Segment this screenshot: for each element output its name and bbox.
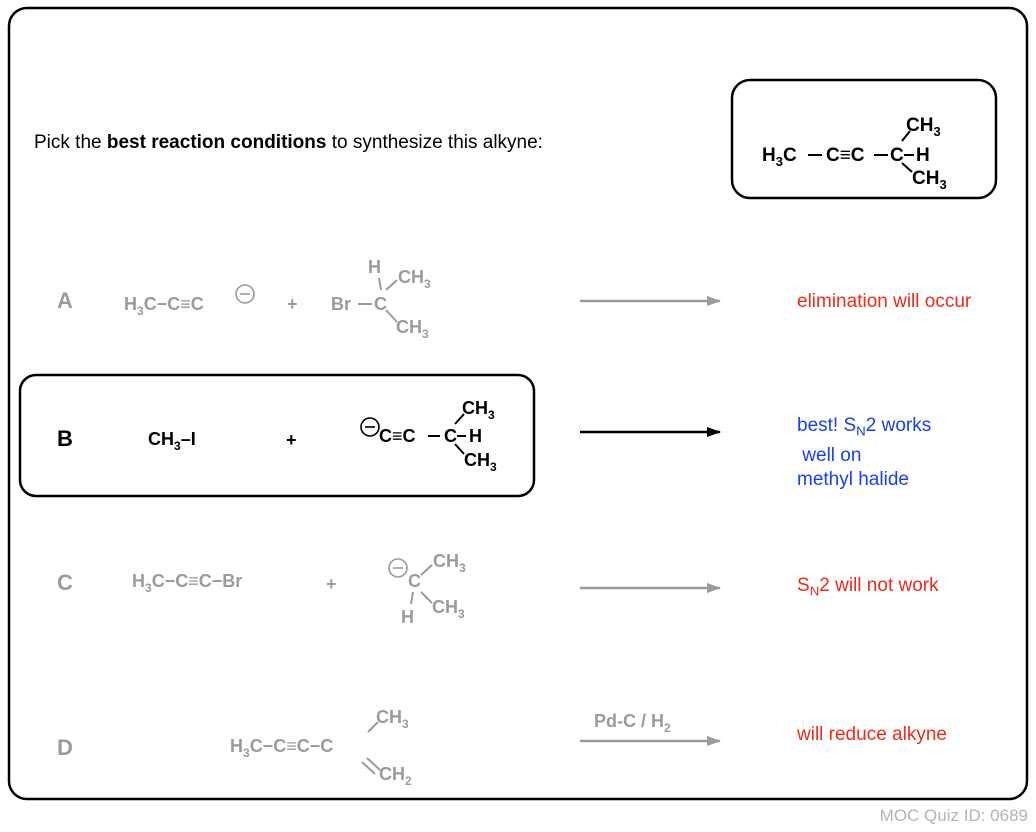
option-d[interactable]: D H3C−C≡C−C CH3 CH2 Pd-C / H2 bbox=[57, 707, 721, 788]
option-c-charge-icon bbox=[388, 558, 408, 578]
option-c-bond-up bbox=[420, 564, 433, 576]
option-d-letter: D bbox=[57, 735, 73, 760]
option-d-top-ch3: CH3 bbox=[376, 707, 409, 731]
target-bond-up bbox=[901, 130, 911, 142]
option-c-note: SN2 will not work bbox=[797, 575, 939, 599]
option-b[interactable]: B CH3–I + C≡C C CH3 H CH3 bbox=[57, 398, 721, 474]
option-b-reactant1: CH3–I bbox=[148, 429, 196, 453]
option-b-top-ch3: CH3 bbox=[462, 398, 495, 422]
option-b-note-line1: best! SN2 works bbox=[797, 415, 932, 439]
option-c-lower-ch3: CH3 bbox=[432, 597, 465, 621]
target-h3c: H3C bbox=[762, 145, 797, 169]
option-b-bottom-ch3: CH3 bbox=[464, 450, 497, 474]
option-b-h: H bbox=[469, 426, 482, 446]
option-a-note: elimination will occur bbox=[797, 291, 972, 312]
option-c-h: H bbox=[401, 607, 414, 627]
target-h: H bbox=[916, 145, 930, 166]
option-a-upper-ch3: CH3 bbox=[398, 267, 431, 291]
option-d-note: will reduce alkyne bbox=[797, 724, 947, 745]
option-a-charge-icon bbox=[235, 284, 255, 304]
option-b-letter: B bbox=[57, 426, 73, 451]
option-a-letter: A bbox=[57, 288, 73, 313]
option-c-plus: + bbox=[326, 574, 337, 594]
option-c-reactant1: H3C−C≡C−Br bbox=[132, 571, 242, 595]
option-a-bond-h bbox=[378, 277, 382, 291]
option-d-reactant: H3C−C≡C−C bbox=[230, 736, 333, 760]
option-b-note: best! SN2 works well on methyl halide bbox=[797, 414, 931, 492]
option-c-center-c: C bbox=[408, 571, 421, 591]
option-d-bond-up bbox=[367, 721, 379, 733]
option-c-bond-down bbox=[420, 591, 433, 604]
option-b-selected-box[interactable] bbox=[18, 373, 536, 498]
outer-border bbox=[7, 6, 1029, 801]
option-c-letter: C bbox=[57, 570, 73, 595]
option-c[interactable]: C H3C−C≡C−Br + C CH3 CH3 H bbox=[57, 551, 721, 627]
option-d-double-bond-b bbox=[361, 761, 376, 775]
option-b-plus: + bbox=[286, 430, 297, 450]
option-a-br: Br bbox=[331, 294, 351, 314]
option-b-bond-down bbox=[454, 443, 465, 455]
question-prefix: Pick the bbox=[34, 132, 107, 153]
target-triple: C≡C bbox=[826, 145, 865, 166]
option-b-bond-up bbox=[454, 413, 465, 425]
question-suffix: to synthesize this alkyne: bbox=[326, 132, 543, 153]
option-b-note-line3: methyl halide bbox=[797, 468, 909, 490]
option-d-reagent: Pd-C / H2 bbox=[594, 711, 671, 735]
target-branch-c: C bbox=[890, 145, 904, 166]
quiz-id-footer: MOC Quiz ID: 0689 bbox=[879, 806, 1028, 825]
option-c-upper-ch3: CH3 bbox=[433, 551, 466, 575]
option-a-lower-ch3: CH3 bbox=[396, 317, 429, 341]
option-b-center-c: C bbox=[444, 426, 457, 446]
option-b-note-line2: well on bbox=[797, 444, 862, 466]
option-a-bond-down bbox=[385, 309, 398, 323]
option-a-h: H bbox=[368, 257, 381, 277]
option-a-plus: + bbox=[287, 294, 298, 314]
target-top-ch3: CH3 bbox=[906, 115, 941, 139]
question-text: Pick the best reaction conditions to syn… bbox=[34, 132, 543, 154]
option-a-reactant1: H3C−C≡C bbox=[124, 294, 204, 318]
option-c-bond-h bbox=[410, 591, 414, 605]
option-d-bottom-ch2: CH2 bbox=[379, 764, 412, 788]
option-b-chain: C≡C bbox=[379, 426, 416, 446]
option-a-bond-up bbox=[385, 279, 398, 291]
option-a-center-c: C bbox=[374, 294, 387, 314]
option-a[interactable]: A H3C−C≡C + Br C H CH3 CH3 bbox=[57, 257, 721, 341]
target-molecule-box bbox=[730, 78, 998, 200]
target-molecule: H3C C≡C C CH3 H CH3 bbox=[762, 115, 947, 192]
question-bold: best reaction conditions bbox=[106, 132, 327, 153]
target-bottom-ch3: CH3 bbox=[912, 168, 947, 192]
target-bond-down bbox=[901, 162, 913, 173]
option-d-double-bond-a bbox=[366, 757, 381, 771]
option-b-charge-icon bbox=[360, 417, 380, 437]
